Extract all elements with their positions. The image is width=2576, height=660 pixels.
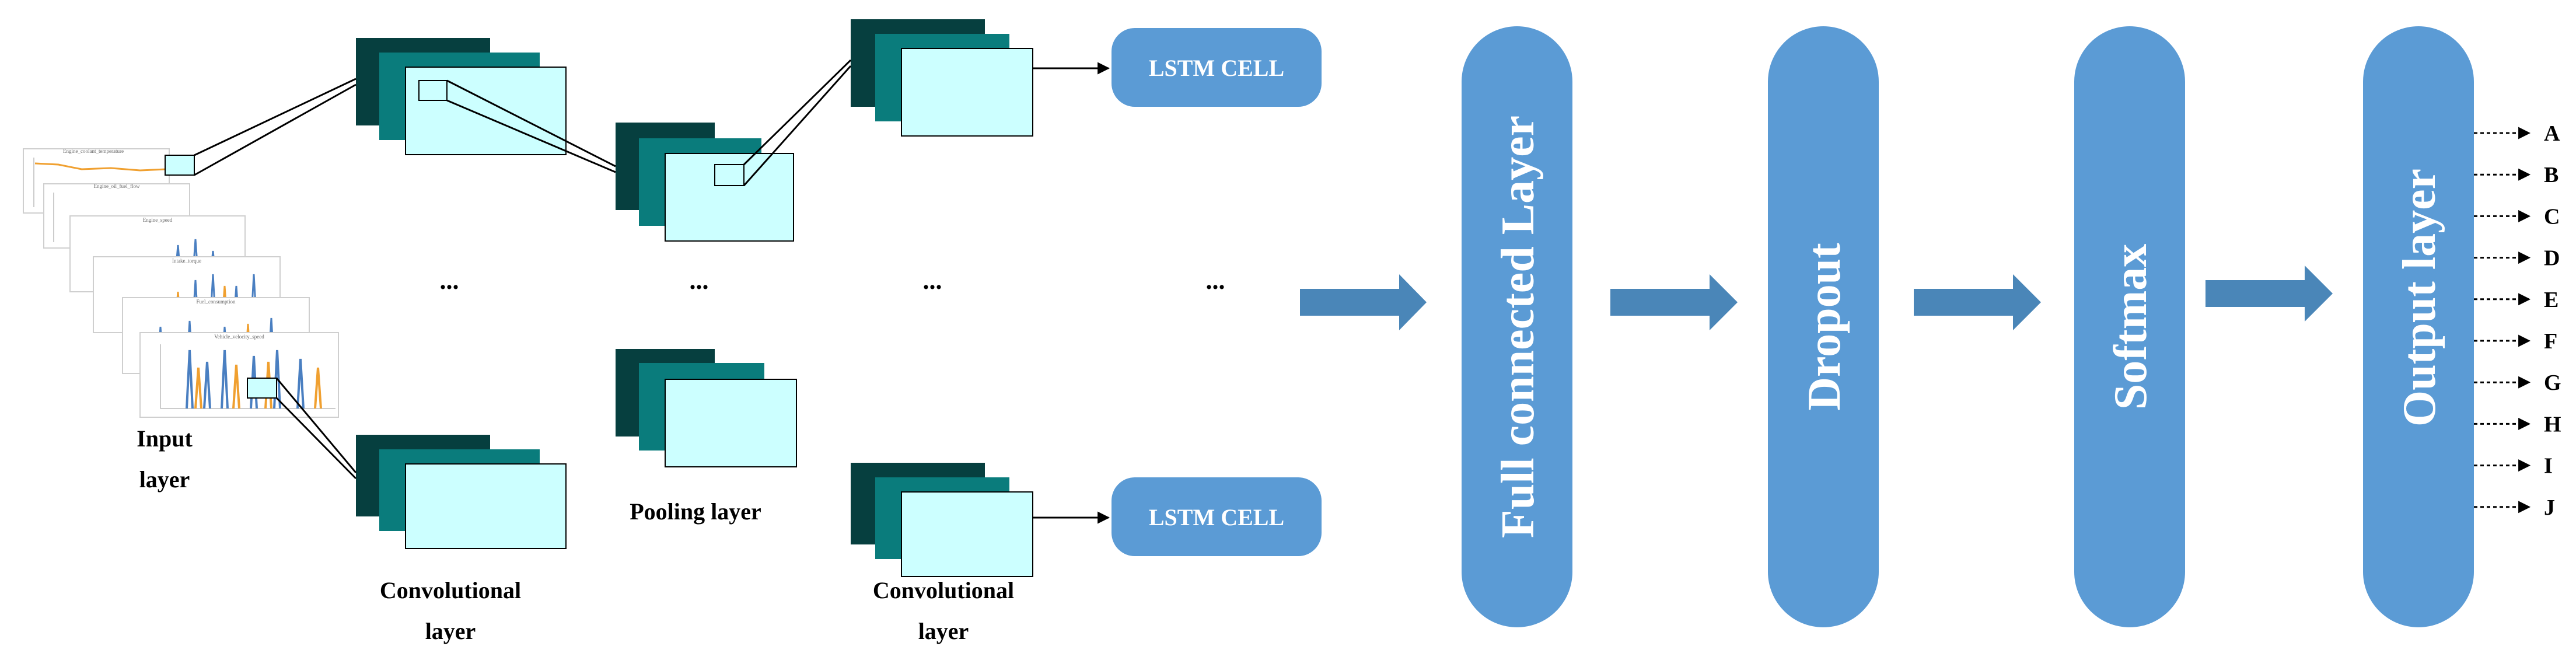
conv2-label-2: layer (918, 618, 969, 644)
feature-map-light (405, 463, 567, 549)
connector-line (194, 78, 356, 156)
pooling-window (714, 164, 745, 186)
plot-title: Engine_speed (143, 217, 173, 223)
ellipsis-conv1: ... (440, 266, 459, 295)
input-window-top (165, 155, 195, 176)
connector-line (743, 65, 852, 186)
conv1-label-2: layer (425, 618, 476, 644)
output-class-f: F (2474, 329, 2557, 354)
output-class-label: B (2544, 163, 2558, 187)
feature-map-light (665, 379, 797, 467)
connector-line (275, 397, 357, 480)
output-class-label: I (2544, 454, 2553, 479)
output-class-g: G (2474, 371, 2561, 395)
pooling-top-stack (616, 123, 794, 242)
output-class-h: H (2474, 412, 2561, 436)
feature-map-light (901, 48, 1033, 137)
conv2-top-stack (851, 19, 1033, 137)
feature-map-light (901, 491, 1033, 577)
conv1-window (418, 80, 448, 101)
input-plot-6: Vehicle_velocity_speed (139, 332, 339, 418)
output-class-label: G (2544, 371, 2561, 395)
plot-title: Intake_torque (172, 258, 201, 264)
block-arrow-4 (2205, 266, 2333, 322)
plot-title: Engine_coolant_temperature (63, 148, 124, 154)
conv2-bottom-stack (851, 463, 1033, 577)
connector-line (743, 59, 852, 166)
output-class-label: F (2544, 329, 2557, 354)
output-class-a: A (2474, 121, 2560, 146)
connector-line (194, 83, 356, 176)
output-class-label: J (2544, 495, 2555, 520)
input-layer-label-2: layer (139, 466, 190, 493)
block-arrow-2 (1610, 274, 1738, 330)
connector-line (446, 79, 616, 167)
lstm-cell-top: LSTM CELL (1112, 28, 1322, 107)
softmax-block: Softmax (2074, 26, 2185, 627)
ellipsis-conv2: ... (923, 266, 942, 295)
pooling-label: Pooling layer (630, 498, 761, 525)
ellipsis-pooling: ... (690, 266, 709, 295)
lstm-cell-label: LSTM CELL (1149, 504, 1284, 530)
lstm-cell-bottom: LSTM CELL (1112, 477, 1322, 556)
full-connected-layer-block: Full connected Layer (1462, 26, 1572, 627)
connector-line (275, 378, 357, 473)
output-class-label: E (2544, 288, 2558, 312)
output-class-d: D (2474, 246, 2560, 271)
pooling-bottom-stack (616, 349, 797, 467)
conv2-label-1: Convolutional (873, 577, 1014, 603)
dropout-label: Dropout (1799, 243, 1850, 411)
output-class-i: I (2474, 454, 2553, 479)
output-class-j: J (2474, 495, 2555, 520)
plot-title: Engine_oil_fuel_flow (94, 183, 140, 189)
connector-line (446, 99, 616, 173)
dropout-block: Dropout (1768, 26, 1879, 627)
output-class-label: D (2544, 246, 2560, 271)
output-class-c: C (2474, 204, 2560, 229)
plot-title: Vehicle_velocity_speed (214, 334, 264, 340)
input-window-bottom (247, 378, 277, 399)
output-class-e: E (2474, 288, 2558, 312)
output-layer-label: Output layer (2394, 169, 2445, 427)
output-class-label: H (2544, 412, 2561, 436)
output-layer-block: Output layer (2363, 26, 2474, 627)
input-plot-stack: Engine_coolant_temperature Engine_oil_fu… (23, 148, 339, 418)
input-layer-label-1: Input (137, 425, 193, 452)
output-class-label: C (2544, 204, 2560, 229)
output-class-label: A (2544, 121, 2560, 146)
block-arrow-3 (1914, 274, 2041, 330)
ellipsis-lstm: ... (1206, 266, 1225, 295)
lstm-cell-label: LSTM CELL (1149, 55, 1284, 81)
conv1-bottom-stack (356, 435, 567, 549)
conv1-label-1: Convolutional (380, 577, 521, 603)
plot-title: Fuel_consumption (197, 299, 236, 305)
softmax-label: Softmax (2105, 244, 2156, 410)
block-arrow-1 (1300, 274, 1427, 330)
full-connected-layer-label: Full connected Layer (1493, 116, 1544, 538)
output-class-b: B (2474, 163, 2558, 187)
conv1-top-stack (356, 38, 567, 155)
